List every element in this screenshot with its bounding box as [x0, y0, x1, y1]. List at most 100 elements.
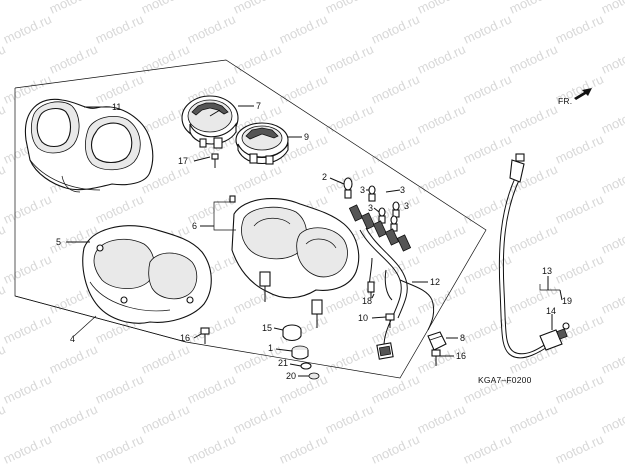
watermark-text: motod.ru: [369, 311, 422, 346]
watermark-text: motod.ru: [323, 101, 376, 136]
watermark-text: motod.ru: [323, 0, 376, 17]
watermark-text: motod.ru: [1, 431, 54, 466]
watermark-text: motod.ru: [277, 71, 330, 106]
watermark-text: motod.ru: [599, 101, 625, 136]
callout-21: 21: [278, 358, 288, 368]
watermark-text: motod.ru: [231, 401, 284, 436]
callout-19: 19: [562, 296, 572, 306]
meter-case-part: [229, 195, 360, 328]
watermark-text: motod.ru: [461, 11, 514, 46]
watermark-text: motod.ru: [369, 71, 422, 106]
watermark-text: motod.ru: [415, 281, 468, 316]
watermark-text: motod.ru: [277, 11, 330, 46]
connector-cap-8-part: [427, 331, 447, 351]
watermark-text: motod.ru: [369, 11, 422, 46]
callout-16-left: 16: [180, 333, 190, 343]
callout-18: 18: [362, 296, 372, 306]
watermark-text: motod.ru: [47, 41, 100, 76]
grommet-stack-part: [282, 324, 320, 380]
watermark-text: motod.ru: [369, 251, 422, 286]
callout-3-d: 3: [404, 201, 409, 211]
watermark-text: motod.ru: [1, 191, 54, 226]
callout-17: 17: [178, 156, 188, 166]
watermark-text: motod.ru: [507, 41, 560, 76]
watermark-text: motod.ru: [599, 341, 625, 376]
watermark-text: motod.ru: [231, 341, 284, 376]
watermark-text: motod.ru: [461, 251, 514, 286]
callout-3-c: 3: [368, 203, 373, 213]
watermark-text: motod.ru: [461, 191, 514, 226]
watermark-text: motod.ru: [415, 221, 468, 256]
watermark-text: motod.ru: [461, 131, 514, 166]
watermark-text: motod.ru: [599, 281, 625, 316]
callout-3-a: 3: [360, 185, 365, 195]
watermark-text: motod.ru: [231, 161, 284, 196]
watermark-text: motod.ru: [139, 401, 192, 436]
watermark-text: motod.ru: [1, 251, 54, 286]
watermark-text: motod.ru: [93, 371, 146, 406]
watermark-text: motod.ru: [185, 11, 238, 46]
watermark-text: motod.ru: [507, 0, 560, 17]
watermark-text: motod.ru: [139, 341, 192, 376]
callout-20: 20: [286, 371, 296, 381]
watermark-text: motod.ru: [553, 431, 606, 466]
callout-10: 10: [358, 313, 368, 323]
watermark-text: motod.ru: [323, 401, 376, 436]
watermark-text: motod.ru: [93, 191, 146, 226]
callout-4: 4: [70, 334, 75, 344]
bolt-16-left-part: [200, 327, 210, 344]
tachometer-part: [235, 122, 289, 165]
watermark-text: motod.ru: [277, 371, 330, 406]
watermark-text: motod.ru: [47, 401, 100, 436]
watermark-text: motod.ru: [231, 0, 284, 17]
screw-17-part: [211, 153, 219, 168]
watermark-text: motod.ru: [369, 431, 422, 466]
watermark-text: motod.ru: [1, 11, 54, 46]
watermark-text: motod.ru: [1, 311, 54, 346]
front-direction-marker: FR.: [558, 88, 592, 106]
meter-visor-part: [24, 98, 154, 193]
watermark-text: motod.ru: [185, 431, 238, 466]
watermark-text: motod.ru: [139, 41, 192, 76]
watermark-text: motod.ru: [599, 41, 625, 76]
watermark-text: motod.ru: [277, 431, 330, 466]
speedometer-cable-part: [498, 153, 570, 359]
watermark-text: motod.ru: [553, 371, 606, 406]
watermark-text: motod.ru: [323, 41, 376, 76]
watermark-text: motod.ru: [461, 71, 514, 106]
callout-14: 14: [546, 306, 556, 316]
callout-7: 7: [256, 101, 261, 111]
watermark-text: motod.ru: [185, 371, 238, 406]
bulb-sockets-part: [343, 177, 412, 252]
watermark-text: motod.ru: [47, 341, 100, 376]
callout-13: 13: [542, 266, 552, 276]
bolt-16-right-part: [431, 349, 441, 366]
watermark-text: motod.ru: [553, 11, 606, 46]
watermark-text: motod.ru: [139, 0, 192, 17]
callout-15: 15: [262, 323, 272, 333]
callout-2: 2: [322, 172, 327, 182]
watermark-text: motod.ru: [93, 11, 146, 46]
watermark-text: motod.ru: [507, 221, 560, 256]
watermark-text: motod.ru: [47, 0, 100, 17]
callout-11: 11: [112, 102, 121, 112]
watermark-text: motod.ru: [553, 131, 606, 166]
callout-3-b: 3: [400, 185, 405, 195]
callout-16-right: 16: [456, 351, 466, 361]
watermark-text: motod.ru: [415, 101, 468, 136]
front-label: FR.: [558, 96, 572, 106]
watermark-text: motod.ru: [553, 251, 606, 286]
watermark-text: motod.ru: [507, 101, 560, 136]
clip-18-part: [367, 281, 375, 298]
watermark-text: motod.ru: [415, 401, 468, 436]
watermark-text: motod.ru: [553, 191, 606, 226]
watermark-text: motod.ru: [415, 161, 468, 196]
watermark-text: motod.ru: [1, 371, 54, 406]
watermark-text: motod.ru: [369, 371, 422, 406]
callout-8: 8: [460, 333, 465, 343]
front-arrow-icon: [574, 88, 592, 100]
lower-case-part: [82, 225, 212, 324]
watermark-text: motod.ru: [599, 221, 625, 256]
watermark-text: motod.ru: [93, 431, 146, 466]
